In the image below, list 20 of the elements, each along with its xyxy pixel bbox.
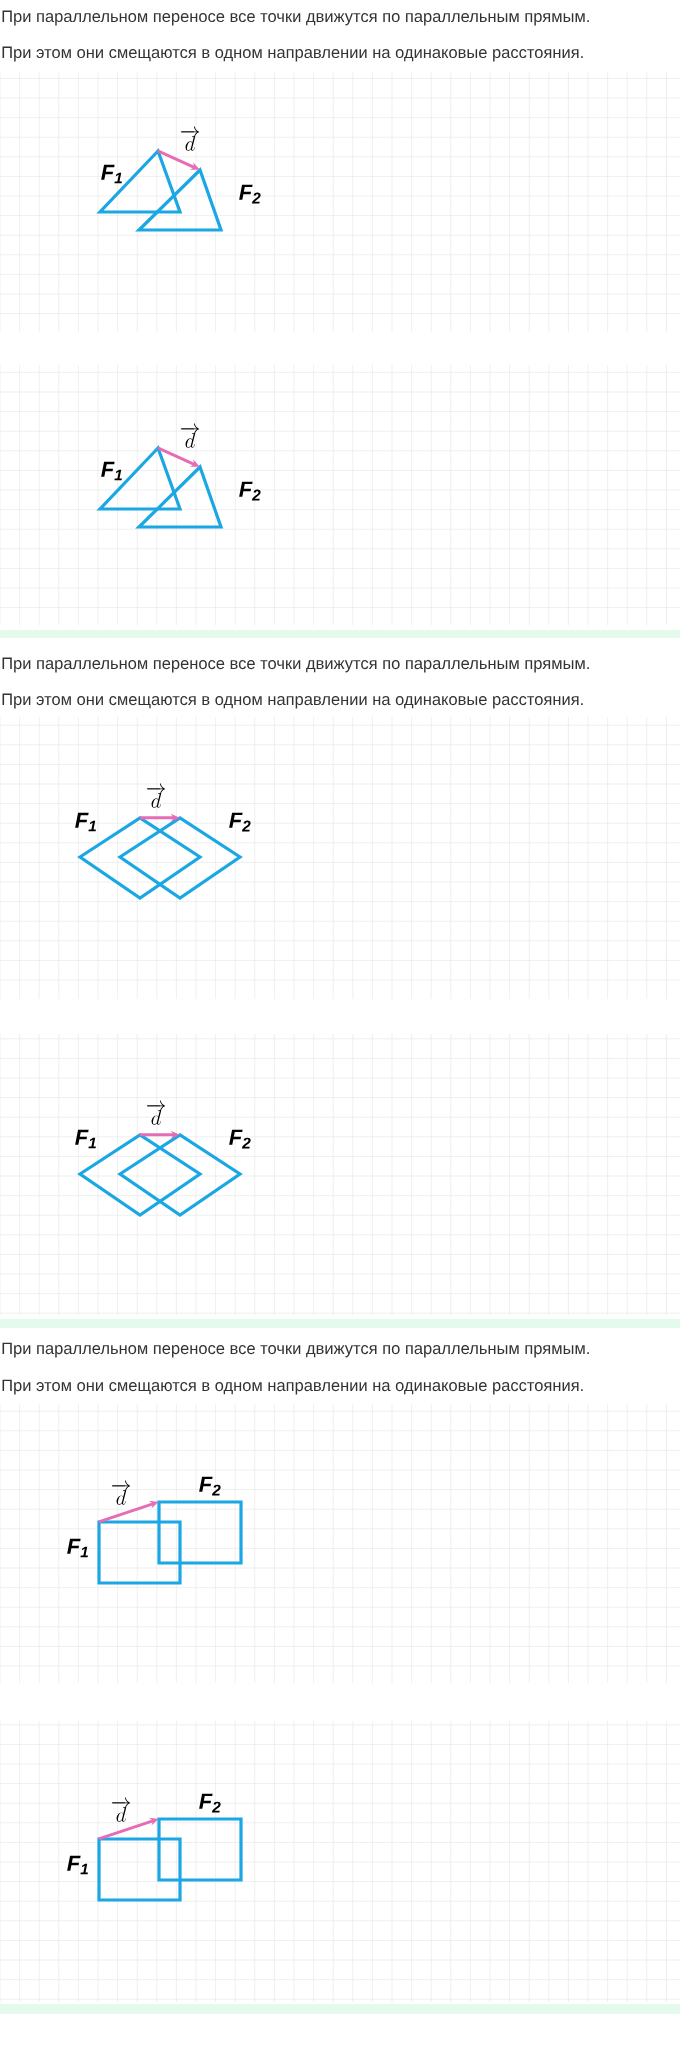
paragraph-text: При этом они смещаются в одном направлении на одинаковые расстояния. — [2, 693, 583, 709]
node-label: F$_{2}$ — [199, 1793, 221, 1813]
rhombus-figure: F$_{1}$ — [75, 1129, 203, 1217]
vector-label: $\overrightarrow{d}$ — [111, 1797, 131, 1822]
node-label: F$_{2}$ — [239, 481, 261, 501]
node-label: F$_{1}$ — [67, 1855, 88, 1875]
paragraph-text: При этом они смещаются в одном направлении на одинаковые расстояния. — [2, 1379, 583, 1395]
node-label: F$_{2}$ — [199, 1476, 221, 1496]
node-label: F$_{1}$ — [67, 1538, 88, 1558]
paragraph-text: При этом они смещаются в одном направлении на одинаковые расстояния. — [2, 46, 583, 62]
vector-label: $\overrightarrow{d}$ — [180, 126, 200, 151]
vector-label: $\overrightarrow{d}$ — [111, 1480, 131, 1505]
paragraph-text: При параллельном переносе все точки движутся по параллельным прямым. — [2, 657, 589, 673]
vector-label: $\overrightarrow{d}$ — [146, 783, 166, 808]
node-label: F$_{2}$ — [239, 184, 261, 204]
vector-label: $\overrightarrow{d}$ — [146, 1100, 166, 1125]
paragraph-text: При параллельном переносе все точки движутся по параллельным прямым. — [2, 10, 589, 26]
paragraph-text: При параллельном переносе все точки движутся по параллельным прямым. — [2, 1342, 589, 1358]
vector-label: $\overrightarrow{d}$ — [180, 423, 200, 448]
rhombus-figure: F$_{1}$ — [75, 812, 203, 900]
